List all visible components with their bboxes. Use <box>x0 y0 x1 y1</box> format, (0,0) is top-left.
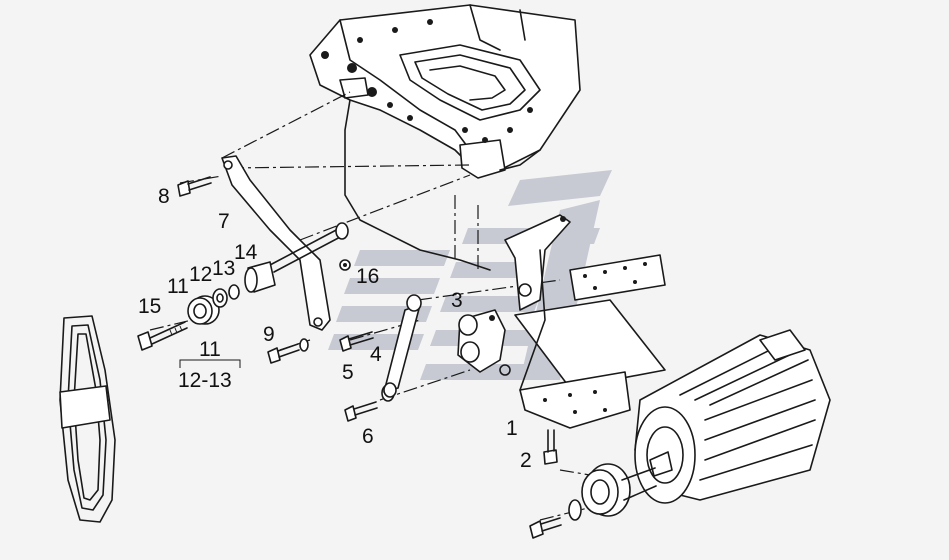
callout-11: 11 <box>167 275 189 298</box>
pulley-spacers <box>187 284 240 325</box>
engine-block <box>309 4 581 271</box>
callout-3: 3 <box>451 289 463 312</box>
bolt-15 <box>137 321 188 351</box>
strut-4 <box>383 294 422 398</box>
bracket-7 <box>221 155 331 331</box>
bracket-3 <box>457 309 506 373</box>
drive-belt <box>59 315 116 523</box>
bolt-5 <box>339 331 374 352</box>
callout-6: 6 <box>362 425 374 448</box>
bolt-8 <box>177 176 212 197</box>
callout-15: 15 <box>138 295 162 318</box>
compressor-pulley <box>581 463 657 517</box>
callout-12: 12 <box>189 263 213 286</box>
callout-14: 14 <box>234 241 258 264</box>
callout-9: 9 <box>263 323 275 346</box>
tension-rod <box>244 222 349 293</box>
callout-8: 8 <box>158 185 170 208</box>
callout-4: 4 <box>370 343 382 366</box>
callout-13: 13 <box>212 257 236 280</box>
kit-label-bottom: 12-13 <box>178 369 232 392</box>
pulley-bolt <box>529 499 582 539</box>
callout-16: 16 <box>356 265 380 288</box>
callout-2: 2 <box>520 449 532 472</box>
kit-bracket <box>179 359 241 368</box>
callout-1: 1 <box>506 417 518 440</box>
compressor-unit <box>634 329 831 504</box>
nut-16 <box>339 259 351 271</box>
bolt-2 <box>543 429 558 465</box>
callout-7: 7 <box>218 210 230 233</box>
support-bracket-1 <box>499 214 666 429</box>
bolt-9 <box>267 338 309 364</box>
kit-label-top: 11 <box>199 338 221 361</box>
callout-5: 5 <box>342 361 354 384</box>
